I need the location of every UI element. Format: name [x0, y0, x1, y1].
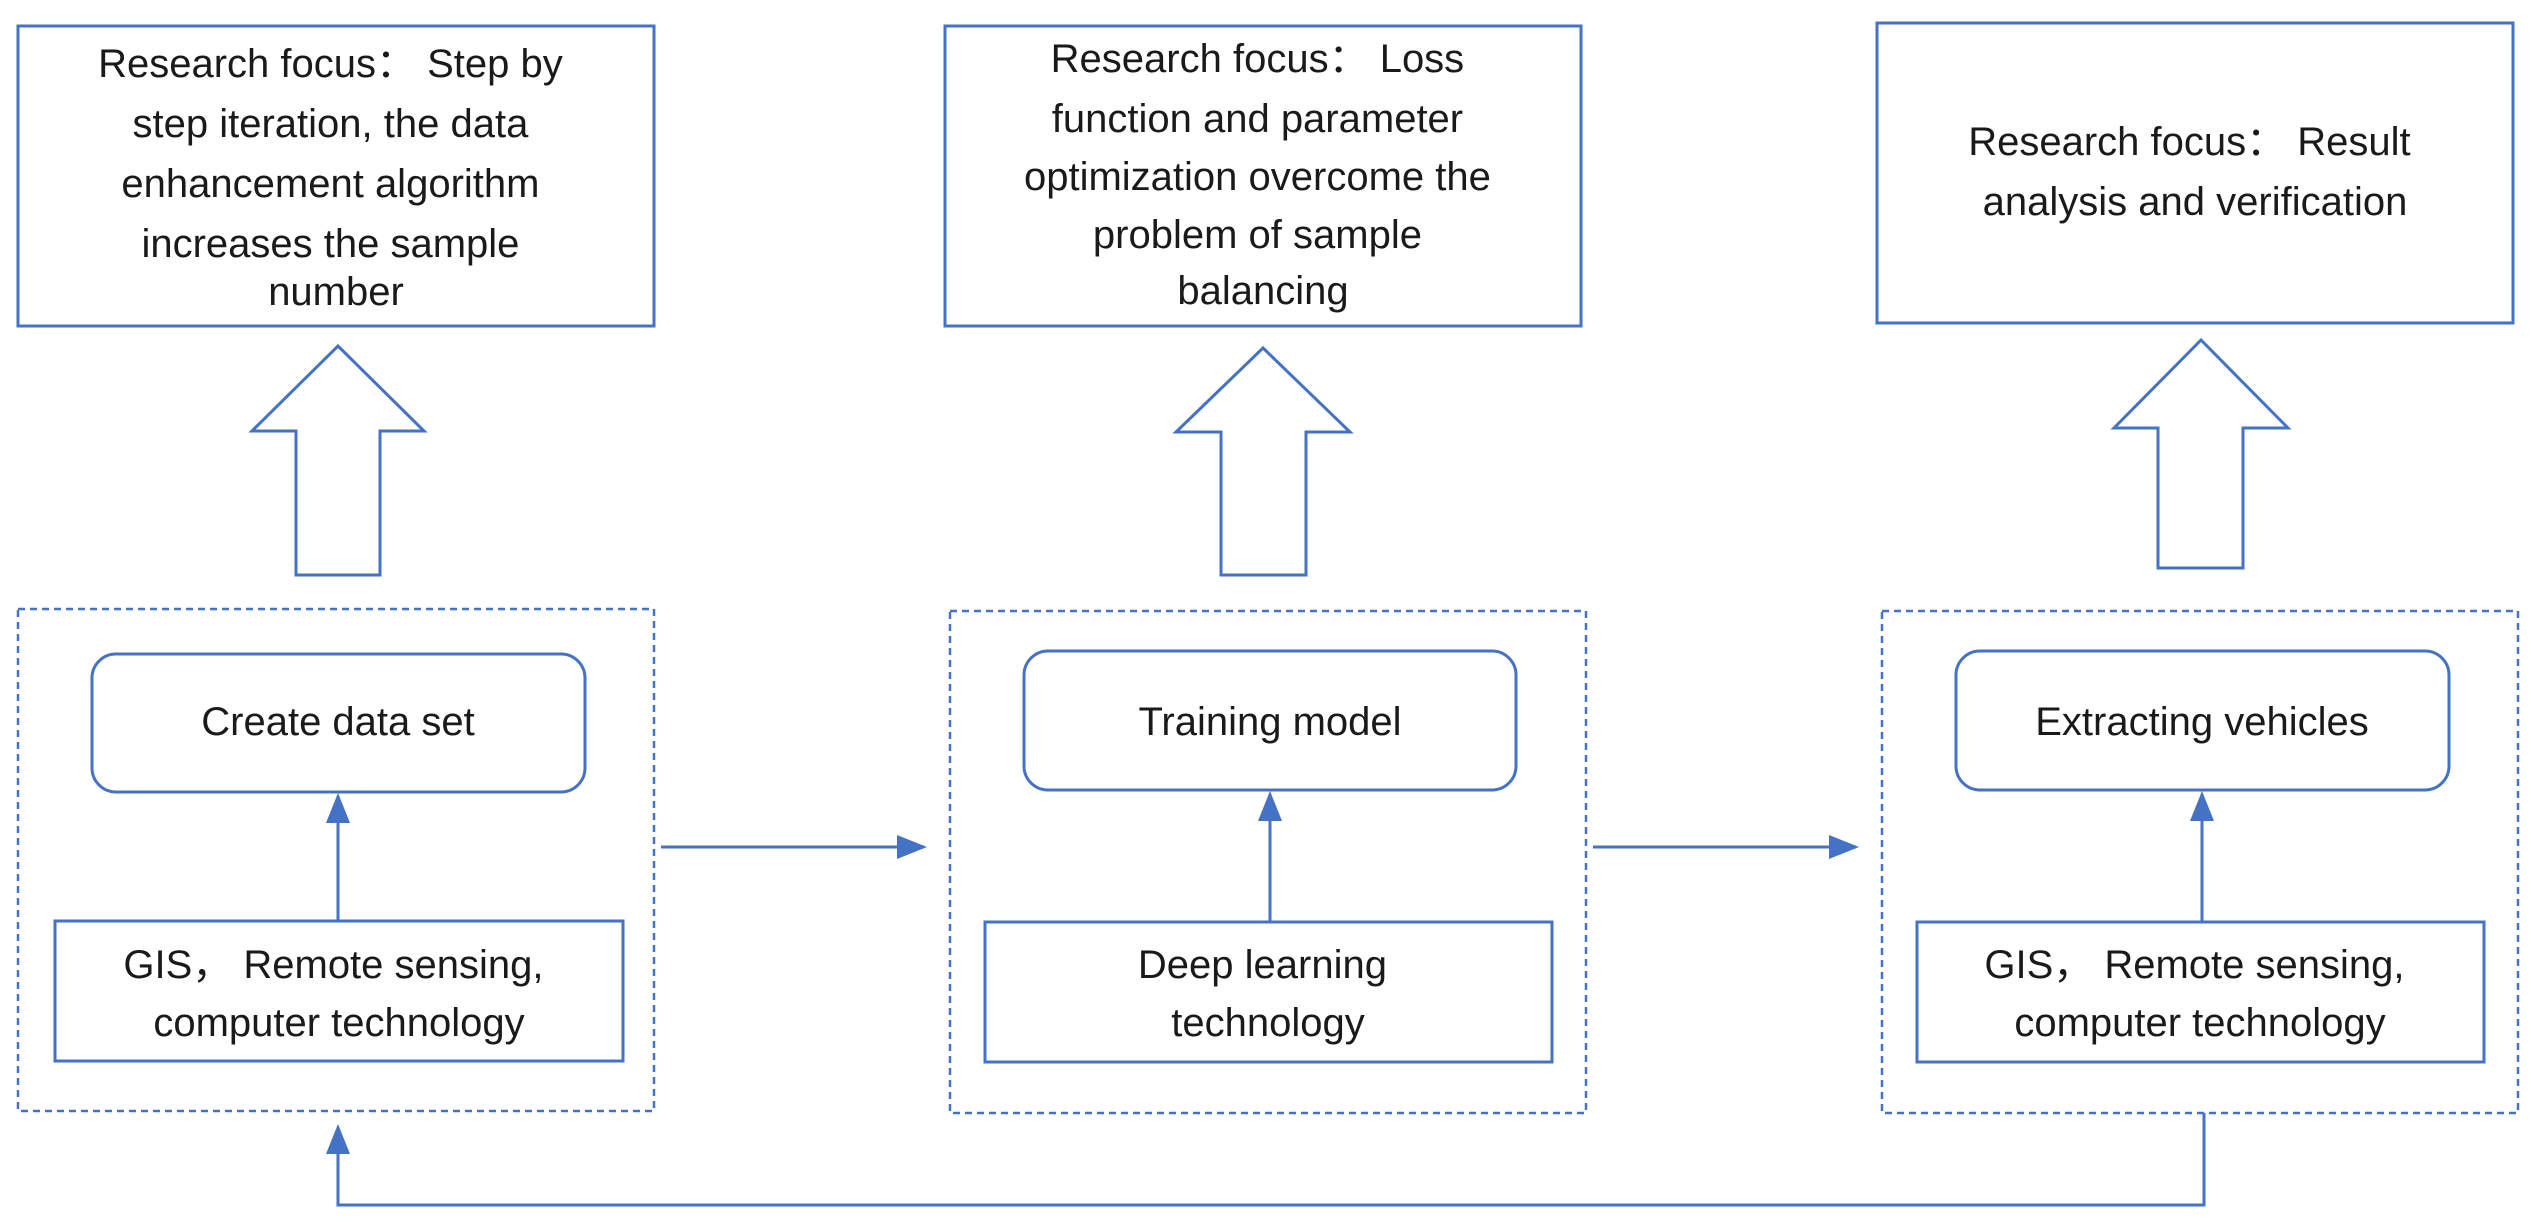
- focus-box-2-line-4: problem of sample: [1093, 213, 1422, 257]
- stage-container-1: [16, 607, 656, 1113]
- focus-box-2-line-2: function and parameter: [1052, 97, 1463, 141]
- focus-box-2-line-3: optimization overcome the: [1024, 155, 1491, 199]
- svg-text:Research focus： Step by: Research focus： Step by step iteration, …: [98, 42, 574, 314]
- technology-box-3: GIS， Remote sensing, computer technology: [1915, 920, 2486, 1064]
- focus-box-1-line-2: step iteration, the data: [133, 102, 530, 146]
- technology-box-1-line-2: computer technology: [153, 1001, 524, 1045]
- technology-box-3-line-1: GIS， Remote sensing,: [1984, 943, 2404, 987]
- focus-box-2: Research focus： Loss function and parame…: [943, 24, 1583, 328]
- focus-box-2-line-5: balancing: [1177, 269, 1348, 313]
- focus-box-3: Research focus： Result analysis and veri…: [1875, 21, 2515, 325]
- stage-container-3: [1880, 609, 2520, 1115]
- feedback-arrow: [326, 1113, 2206, 1207]
- stage-container-2: [948, 609, 1588, 1115]
- focus-box-1-line-5: number: [268, 270, 404, 314]
- focus-box-2-line-1: Research focus： Loss: [1051, 37, 1465, 81]
- process-box-2: Training model: [1022, 649, 1518, 792]
- svg-text:Deep learning technology: Deep learning technology: [1138, 943, 1398, 1045]
- focus-box-3-line-1: Research focus： Result: [1968, 120, 2410, 164]
- focus-box-1-line-3: enhancement algorithm: [121, 162, 539, 206]
- process-label-3: Extracting vehicles: [2035, 700, 2368, 744]
- technology-box-1-line-1: GIS， Remote sensing,: [123, 943, 543, 987]
- hollow-up-arrow-3: [2110, 337, 2292, 570]
- process-box-1: Create data set: [90, 652, 587, 794]
- svg-text:Research focus： Loss fun: Research focus： Loss function and parame…: [1024, 37, 1502, 313]
- process-box-3: Extracting vehicles: [1954, 649, 2451, 792]
- technology-box-1: GIS， Remote sensing, computer technology: [53, 919, 625, 1063]
- focus-box-1-line-4: increases the sample: [141, 222, 519, 266]
- technology-box-3-line-2: computer technology: [2014, 1001, 2385, 1045]
- hollow-up-arrow-1: [248, 343, 428, 577]
- technology-box-2: Deep learning technology: [983, 920, 1554, 1064]
- svg-text:Research focus： Result: Research focus： Result analysis and veri…: [1968, 120, 2422, 224]
- technology-box-2-line-2: technology: [1171, 1001, 1364, 1045]
- focus-box-3-line-2: analysis and verification: [1983, 180, 2408, 224]
- svg-text:GIS， Remote sensing, com: GIS， Remote sensing, computer technology: [123, 943, 554, 1045]
- process-label-2: Training model: [1138, 700, 1401, 744]
- focus-box-1: Research focus： Step by step iteration, …: [16, 24, 656, 328]
- process-label-1: Create data set: [201, 700, 475, 744]
- hollow-up-arrow-2: [1172, 345, 1354, 577]
- svg-text:GIS， Remote sensing, com: GIS， Remote sensing, computer technology: [1984, 943, 2415, 1045]
- technology-box-2-line-1: Deep learning: [1138, 943, 1387, 987]
- focus-box-1-line-1: Research focus： Step by: [98, 42, 563, 86]
